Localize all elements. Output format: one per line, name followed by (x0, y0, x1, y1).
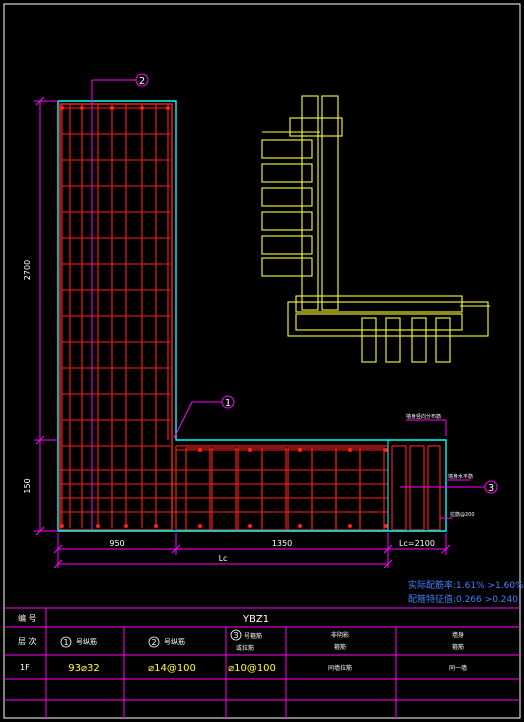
header-item3-text-a: 号箍筋 (244, 632, 262, 640)
table-label-number: 编 号 (18, 613, 37, 623)
callout-3-label: 3 (488, 483, 494, 494)
dim-height-upper: 2700 (23, 260, 32, 280)
header-item2-text: 号纵筋 (164, 637, 185, 646)
table-row-floor: 1F (20, 663, 30, 672)
callout-3-leader (400, 419, 498, 519)
note-right-low: 拉筋@200 (450, 511, 475, 518)
vertical-leg-rebar (59, 103, 173, 531)
note-right-mid: 墙身水平筋 (448, 473, 473, 480)
header-item2-num: 2 (151, 638, 156, 647)
table-title: YBZ1 (242, 614, 269, 625)
header-item1-circle (60, 636, 72, 648)
header-col5-a: 墙身 (452, 631, 464, 639)
header-item3-num: 3 (233, 631, 238, 640)
value-col4: 同墙拉筋 (328, 664, 352, 672)
note-top-right: 墙身竖向分布筋 (406, 413, 441, 420)
callout-2-label: 2 (139, 76, 145, 87)
callout-2-leader (91, 73, 149, 530)
header-item1-num: 1 (63, 638, 68, 647)
rebar-table-grid (4, 607, 520, 718)
value-item2: ⌀14@100 (148, 663, 196, 674)
header-col4-b: 箍筋 (334, 643, 346, 651)
dim-lc: Lc (219, 554, 228, 563)
header-item1-text: 号纵筋 (76, 637, 97, 646)
callout-1-leader (173, 395, 235, 439)
drawing-frame (3, 3, 521, 719)
dim-bottom-left: 950 (109, 539, 124, 548)
callout-1-label: 1 (225, 398, 231, 409)
header-col5-b: 箍筋 (452, 643, 464, 651)
ratio-note: 实际配筋率:1.61% >1.60% (408, 579, 524, 591)
header-item3-circle (230, 629, 242, 641)
dim-bottom-right: Lc=2100 (399, 539, 435, 548)
dim-height-lower: 150 (23, 478, 32, 493)
horizontal-leg-rebar (60, 445, 441, 531)
header-item3-text-b: 或拉筋 (236, 644, 254, 652)
dimension-lines (34, 96, 451, 569)
rebar-dots (60, 106, 388, 528)
table-label-floor: 层 次 (18, 636, 37, 646)
value-item3: ⌀10@100 (228, 663, 276, 674)
value-item1: 93⌀32 (68, 663, 99, 674)
volume-note: 配箍特征值:0.266 >0.240 (408, 593, 518, 605)
header-item2-circle (148, 636, 160, 648)
dim-bottom-mid: 1350 (272, 539, 292, 548)
header-col4-a: 非阴影 (331, 631, 349, 639)
yellow-rebar-detail (261, 95, 490, 363)
value-col5: 同一墙 (449, 664, 467, 672)
